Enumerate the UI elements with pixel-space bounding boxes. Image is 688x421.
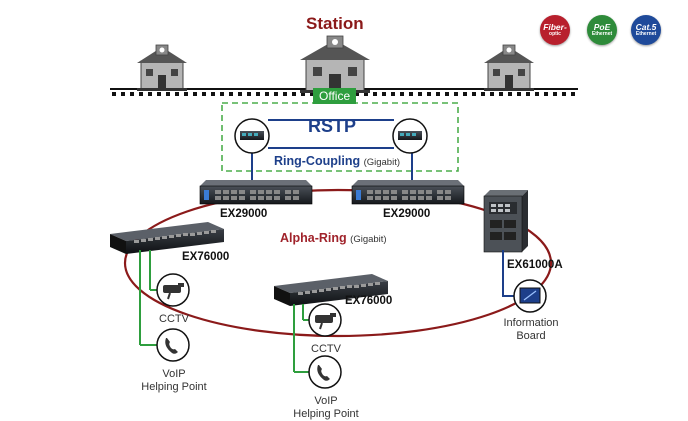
cat5-badge-line1: Cat.5	[635, 21, 657, 32]
poe-badge-line2: Ethernet	[591, 31, 613, 38]
voip-center-label: VoIP Helping Point	[286, 396, 366, 420]
rstp-label: RSTP	[308, 116, 357, 136]
ex76000-center-label: EX76000	[345, 295, 393, 307]
ex76000-switch-center	[274, 274, 388, 306]
voip-left-line1: VoIP	[162, 368, 186, 380]
building-icon	[484, 44, 534, 91]
switch-icon	[392, 118, 428, 154]
fiber-optic-badge-line2: optic	[549, 31, 561, 38]
alpha-ring-note: (Gigabit)	[350, 234, 387, 245]
ring-coupling-label: Ring-Coupling (Gigabit)	[274, 155, 400, 168]
alpha-ring-text: Alpha-Ring	[280, 231, 347, 245]
cctv-center-label: CCTV	[311, 343, 341, 355]
phone-icon	[308, 355, 342, 389]
voip-left-line2: Helping Point	[141, 381, 207, 393]
camera-icon	[308, 303, 342, 337]
ex29000-right-label: EX29000	[383, 208, 431, 220]
monitor-icon	[513, 279, 547, 313]
office-network-box	[221, 102, 459, 172]
building-icon	[300, 35, 370, 93]
voip-center-line1: VoIP	[314, 395, 338, 407]
ex76000-switch-left	[110, 222, 224, 254]
information-board-line2: Board	[516, 330, 546, 342]
ring-coupling-note: (Gigabit)	[363, 157, 401, 168]
switch-icon	[234, 118, 270, 154]
alpha-ring-line	[123, 188, 553, 338]
ex29000-switch-right	[351, 180, 465, 205]
cat5-badge-line2: Ethernet	[635, 31, 657, 38]
voip-left-label: VoIP Helping Point	[134, 369, 214, 393]
ex61000a-switch	[483, 190, 528, 253]
ex61000a-label: EX61000A	[507, 259, 563, 271]
diagram-title: Station	[306, 14, 364, 33]
ex76000-left-label: EX76000	[182, 251, 230, 263]
fiber-optic-badge-line1: Fiber-	[543, 21, 567, 32]
ex29000-switch-left	[199, 180, 313, 205]
ex29000-left-label: EX29000	[220, 208, 268, 220]
office-label: Office	[313, 88, 357, 104]
building-icon	[137, 44, 187, 91]
poe-badge-line1: PoE	[593, 21, 611, 32]
information-board-line1: Information	[503, 317, 559, 329]
ring-coupling-text: Ring-Coupling	[274, 154, 361, 168]
voip-center-line2: Helping Point	[293, 408, 359, 420]
fiber-optic-badge: Fiber-optic	[540, 15, 570, 45]
cctv-left-label: CCTV	[159, 313, 189, 325]
phone-icon	[156, 328, 190, 362]
camera-icon	[156, 273, 190, 307]
alpha-ring-label: Alpha-Ring (Gigabit)	[280, 232, 387, 245]
information-board-label: Information Board	[496, 318, 566, 342]
